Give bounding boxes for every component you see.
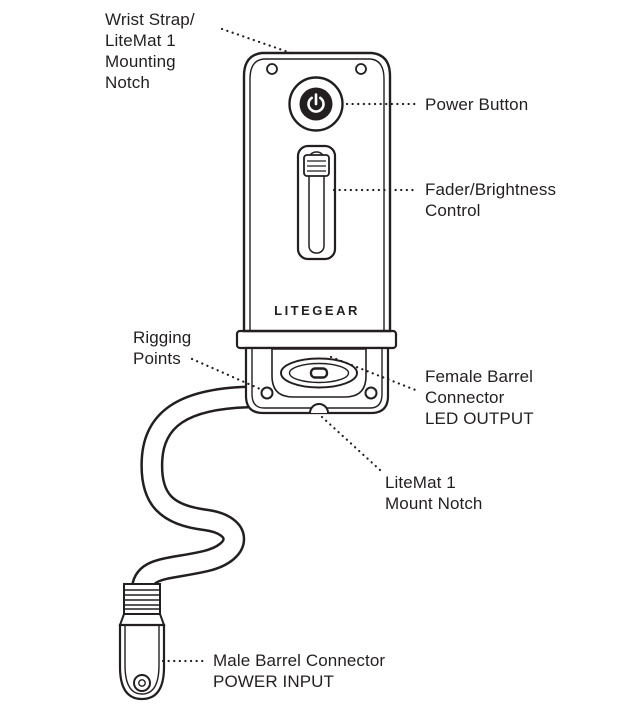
- leader-rigging: [190, 357, 262, 391]
- litemat-mount-notch: [309, 403, 329, 414]
- leader-lines: [161, 27, 420, 663]
- plug-tip-pin: [138, 679, 146, 687]
- rigging-point-left: [260, 386, 274, 400]
- label-rigging-points: Rigging Points: [133, 328, 192, 368]
- female-barrel-slot: [309, 367, 329, 379]
- mounting-notch-right: [355, 63, 367, 75]
- label-fader-brightness-control: Fader/Brightness Control: [425, 180, 557, 220]
- power-cable: [130, 385, 249, 594]
- label-litemat-mount-notch: LiteMat 1 Mount Notch: [385, 473, 483, 513]
- fader-slot: [308, 151, 325, 254]
- label-wrist-strap-mounting-notch: Wrist Strap/ LiteMat 1 Mounting Notch: [105, 10, 195, 92]
- cable-inner: [133, 388, 249, 593]
- power-icon: [307, 96, 325, 113]
- body-inner-line: [249, 58, 385, 331]
- power-button[interactable]: [288, 76, 344, 132]
- rigging-point-right: [364, 386, 378, 400]
- label-power-button: Power Button: [425, 95, 529, 114]
- mounting-notch-left: [266, 63, 278, 75]
- label-male-barrel-connector: Male Barrel Connector POWER INPUT: [213, 651, 386, 691]
- mount-plate: [244, 346, 390, 415]
- leader-wrist-strap: [220, 27, 293, 55]
- collar: [235, 329, 398, 350]
- connector-taper: [118, 613, 166, 626]
- plug-body: [118, 623, 166, 701]
- fader-control[interactable]: [296, 144, 337, 261]
- plug-body-inner: [124, 625, 160, 695]
- leader-litemat-notch: [320, 415, 382, 472]
- leader-female-barrel: [329, 355, 420, 393]
- label-female-barrel-connector: Female Barrel Connector LED OUTPUT: [425, 367, 534, 428]
- male-barrel-connector: [118, 583, 166, 701]
- brand-litegear: LITEGEAR: [274, 303, 360, 318]
